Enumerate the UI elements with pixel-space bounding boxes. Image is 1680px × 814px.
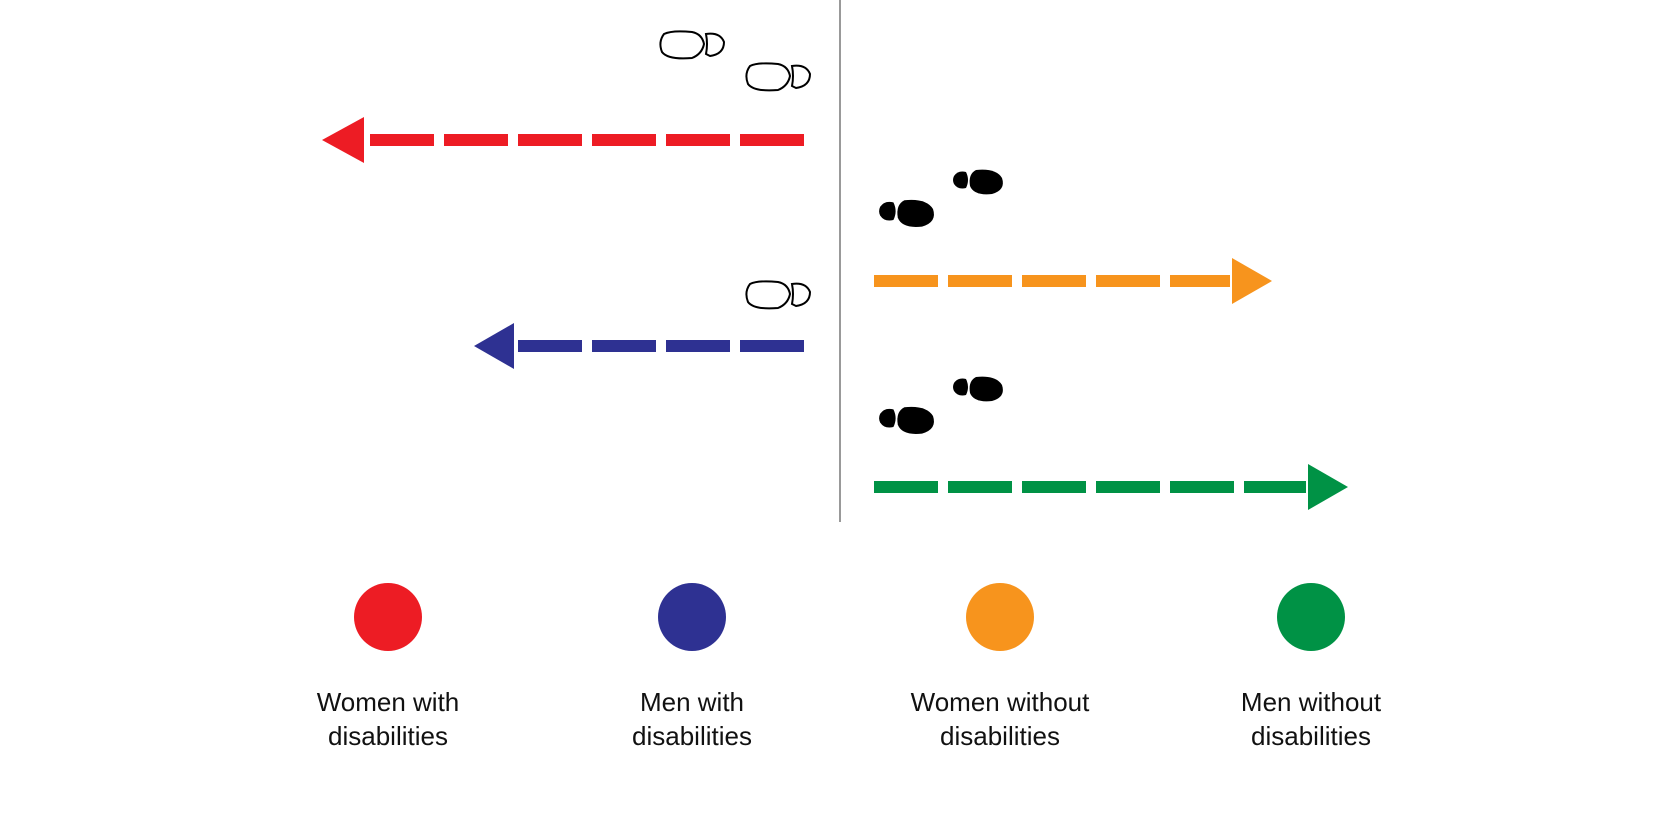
legend-label-men-without-disabilities: Men without disabilities bbox=[1191, 685, 1431, 753]
legend-label-line1: Men with bbox=[639, 687, 745, 717]
legend-dot-men-without-disabilities bbox=[1277, 583, 1345, 651]
legend-item-men-with-disabilities: Men with disabilities bbox=[572, 583, 812, 753]
legend-item-men-without-disabilities: Men without disabilities bbox=[1191, 583, 1431, 753]
legend-label-line2: disabilities bbox=[940, 721, 1060, 751]
footprint-filled-icon bbox=[953, 376, 1003, 402]
legend-item-women-with-disabilities: Women with disabilities bbox=[268, 583, 508, 753]
arrow-women-with-disabilities bbox=[322, 117, 804, 163]
legend-label-line2: disabilities bbox=[1251, 721, 1371, 751]
footprint-filled-icon bbox=[953, 169, 1003, 195]
footprint-outline-icon bbox=[659, 30, 725, 60]
legend-label-line1: Men without bbox=[1240, 687, 1382, 717]
footprint-filled-icon bbox=[879, 199, 934, 227]
footprint-outline-icon bbox=[745, 280, 811, 310]
legend-label-line1: Women with bbox=[316, 687, 460, 717]
legend-label-women-with-disabilities: Women with disabilities bbox=[268, 685, 508, 753]
arrow-women-without-disabilities bbox=[874, 258, 1272, 304]
legend-label-line2: disabilities bbox=[632, 721, 752, 751]
legend-dot-women-without-disabilities bbox=[966, 583, 1034, 651]
legend-dot-men-with-disabilities bbox=[658, 583, 726, 651]
legend-dot-women-with-disabilities bbox=[354, 583, 422, 651]
legend-label-line1: Women without bbox=[910, 687, 1090, 717]
legend-label-line2: disabilities bbox=[328, 721, 448, 751]
footprint-outline-icon bbox=[745, 62, 811, 92]
arrow-men-without-disabilities bbox=[874, 464, 1348, 510]
footprint-filled-icon bbox=[879, 406, 934, 434]
legend-label-men-with-disabilities: Men with disabilities bbox=[572, 685, 812, 753]
legend-label-women-without-disabilities: Women without disabilities bbox=[880, 685, 1120, 753]
legend-item-women-without-disabilities: Women without disabilities bbox=[880, 583, 1120, 753]
arrow-men-with-disabilities bbox=[474, 323, 804, 369]
